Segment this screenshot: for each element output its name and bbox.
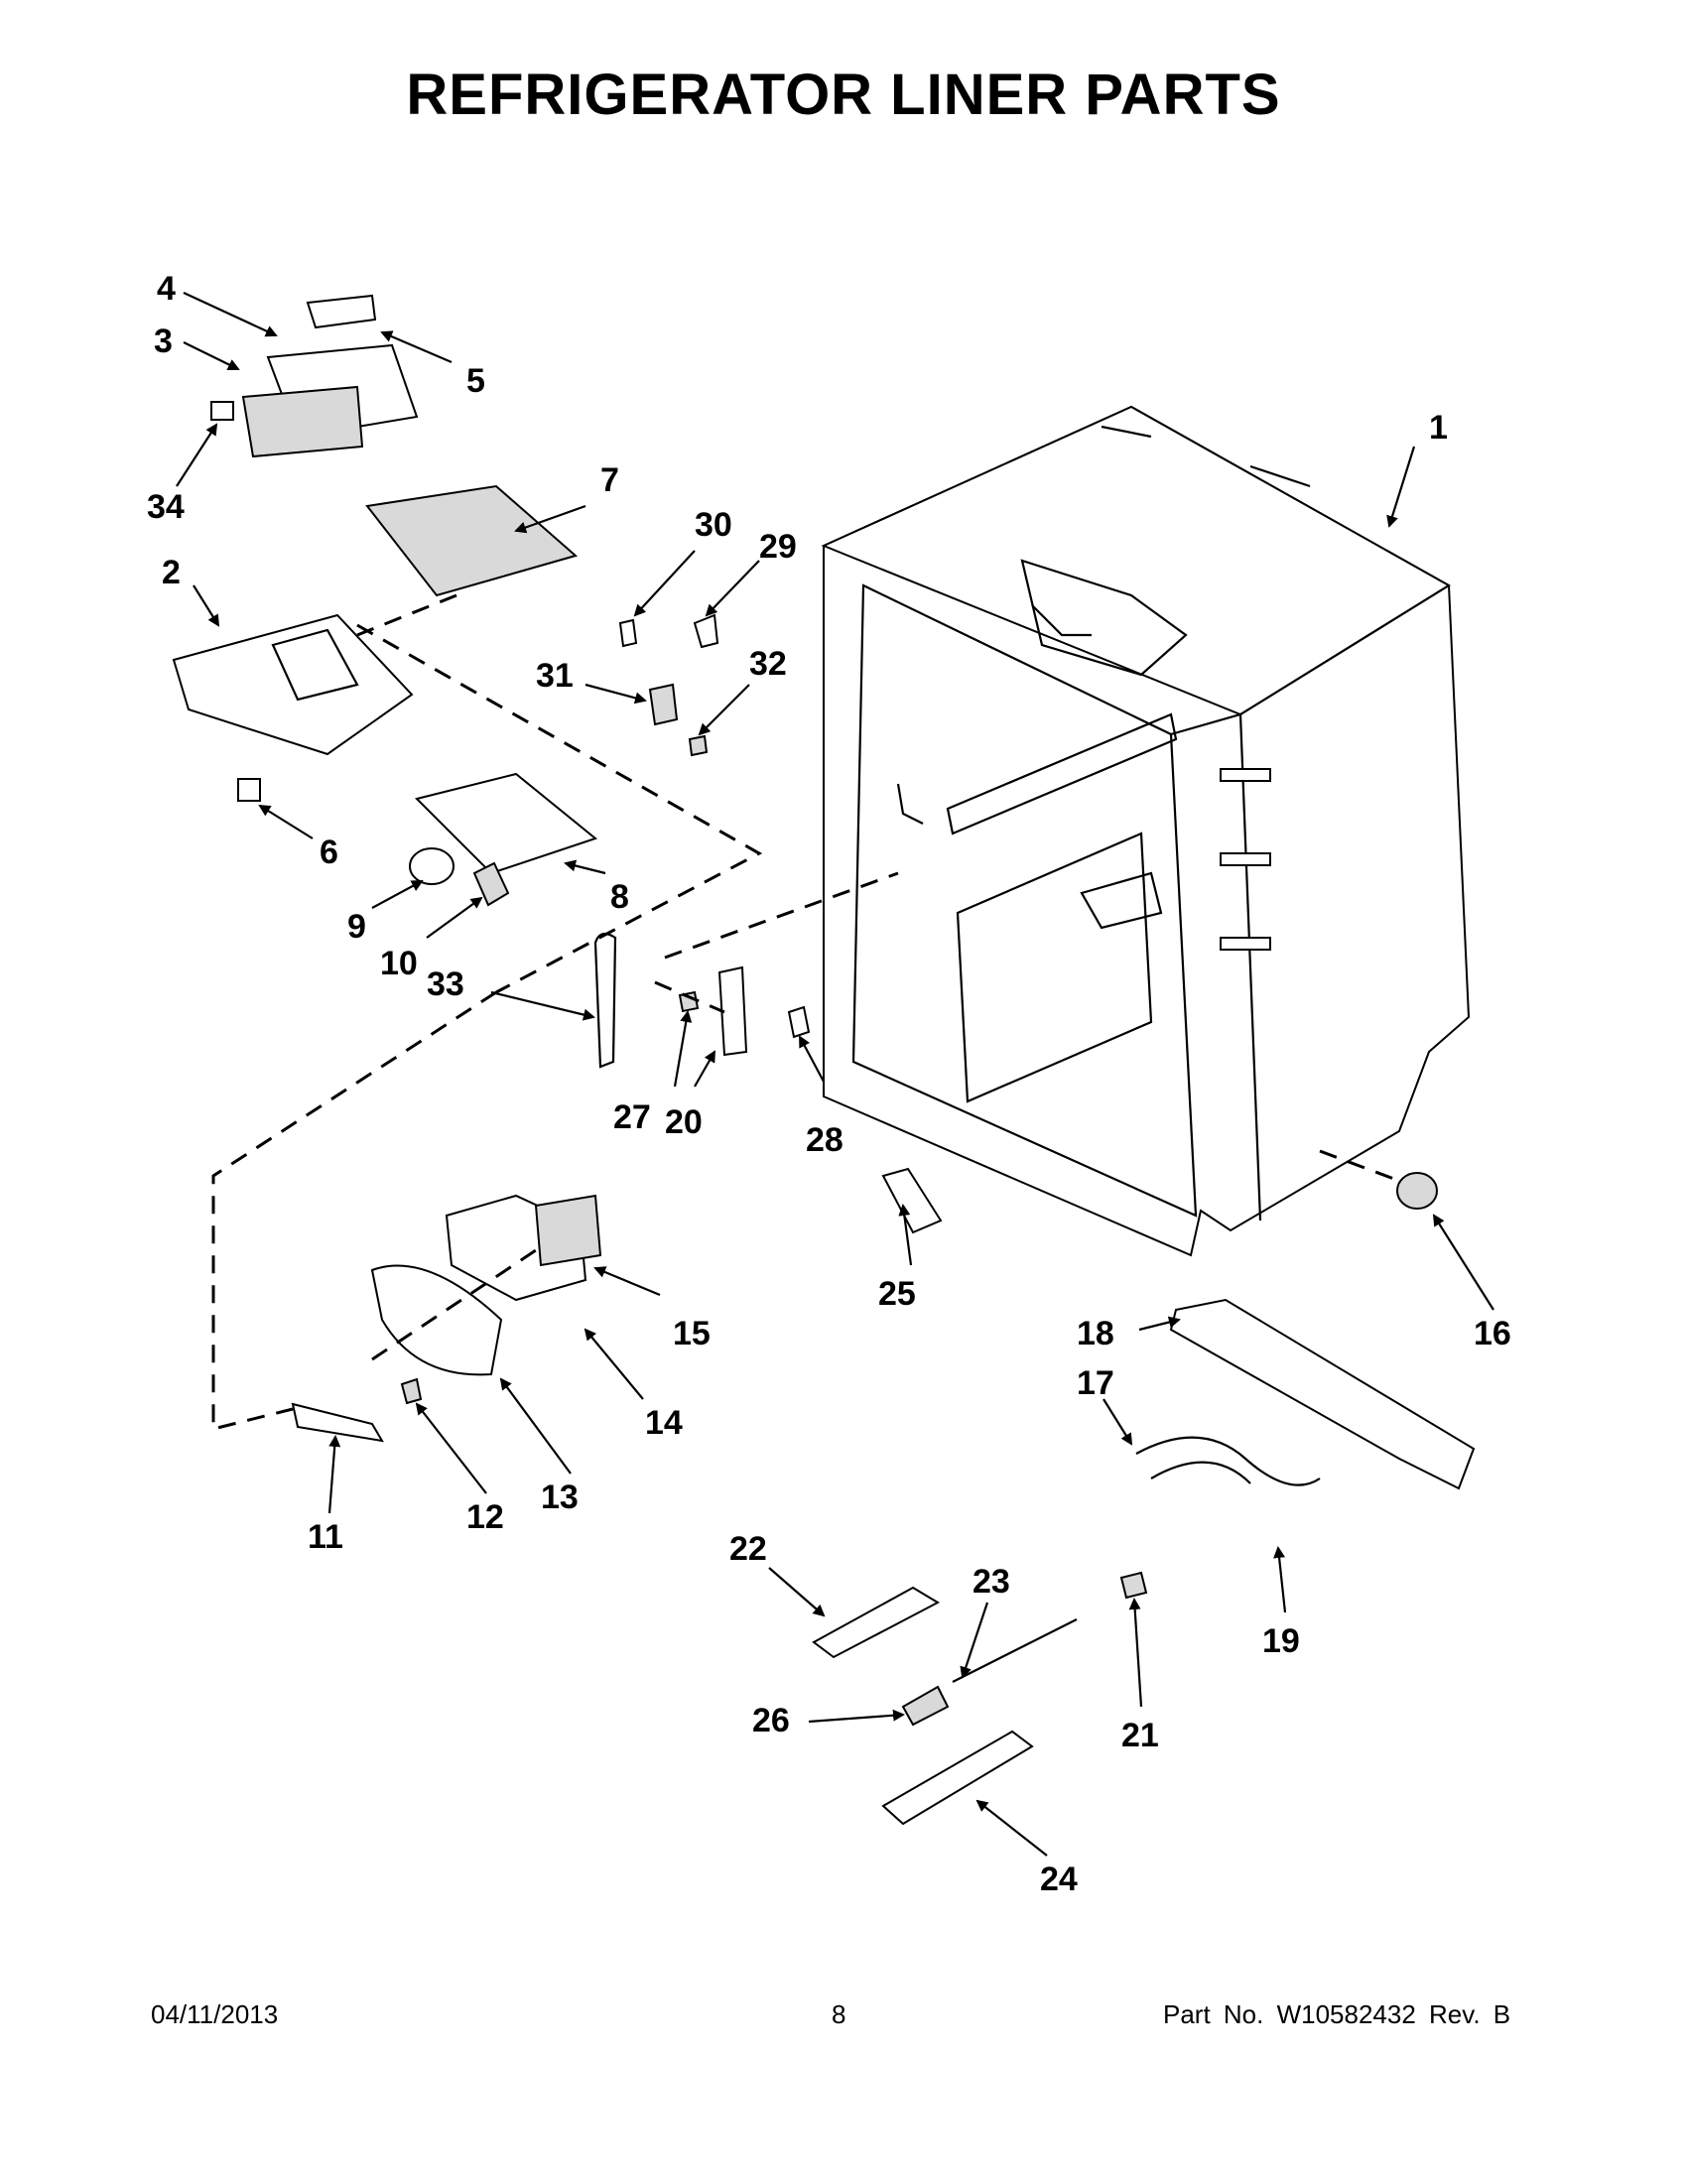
callout-4: 4 [157,270,176,308]
callout-28: 28 [806,1121,844,1159]
callout-6: 6 [320,834,338,871]
control-housing-assembly [172,294,579,802]
callout-22: 22 [729,1530,767,1568]
callout-13: 13 [541,1478,579,1516]
callout-8: 8 [610,878,629,916]
callout-34: 34 [147,488,185,526]
callout-labels: 1 2 3 4 5 6 7 8 9 10 11 12 13 14 15 16 1… [147,270,1511,1898]
callout-14: 14 [645,1404,683,1442]
callout-32: 32 [749,645,787,683]
callout-1: 1 [1429,409,1448,447]
lower-center-parts [812,1586,1078,1826]
page-title: REFRIGERATOR LINER PARTS [406,63,1281,127]
footer-part-number: Part No. W10582432 Rev. B [1163,1999,1511,2029]
callout-25: 25 [878,1275,916,1313]
callout-19: 19 [1262,1622,1300,1660]
light-assembly [409,772,598,907]
callout-9: 9 [347,908,366,946]
dispenser-assembly [291,1194,602,1443]
callout-26: 26 [752,1702,790,1739]
small-parts [593,613,811,1069]
callout-12: 12 [466,1498,504,1536]
damper-and-filter [881,1167,1438,1234]
footer-date: 04/11/2013 [151,1999,279,2029]
callout-5: 5 [466,362,485,400]
callout-23: 23 [973,1563,1010,1601]
leader-arrows [176,292,1494,1857]
callout-33: 33 [427,965,464,1003]
callout-24: 24 [1040,1861,1078,1898]
callout-20: 20 [665,1103,703,1141]
callout-27: 27 [613,1098,651,1136]
callout-3: 3 [154,322,173,360]
heater-tray-assembly [1119,1298,1476,1600]
footer-page-number: 8 [832,1999,846,2029]
callout-31: 31 [536,657,574,695]
callout-16: 16 [1474,1315,1511,1352]
callout-11: 11 [308,1518,343,1556]
callout-10: 10 [380,945,418,982]
liner-cabinet [821,405,1471,1257]
callout-30: 30 [695,506,732,544]
callout-7: 7 [600,461,619,499]
callout-18: 18 [1077,1315,1114,1352]
callout-2: 2 [162,554,181,591]
callout-15: 15 [673,1315,711,1352]
connection-lines [211,593,1400,1431]
callout-17: 17 [1077,1364,1114,1402]
callout-29: 29 [759,528,797,566]
callout-21: 21 [1121,1717,1159,1754]
